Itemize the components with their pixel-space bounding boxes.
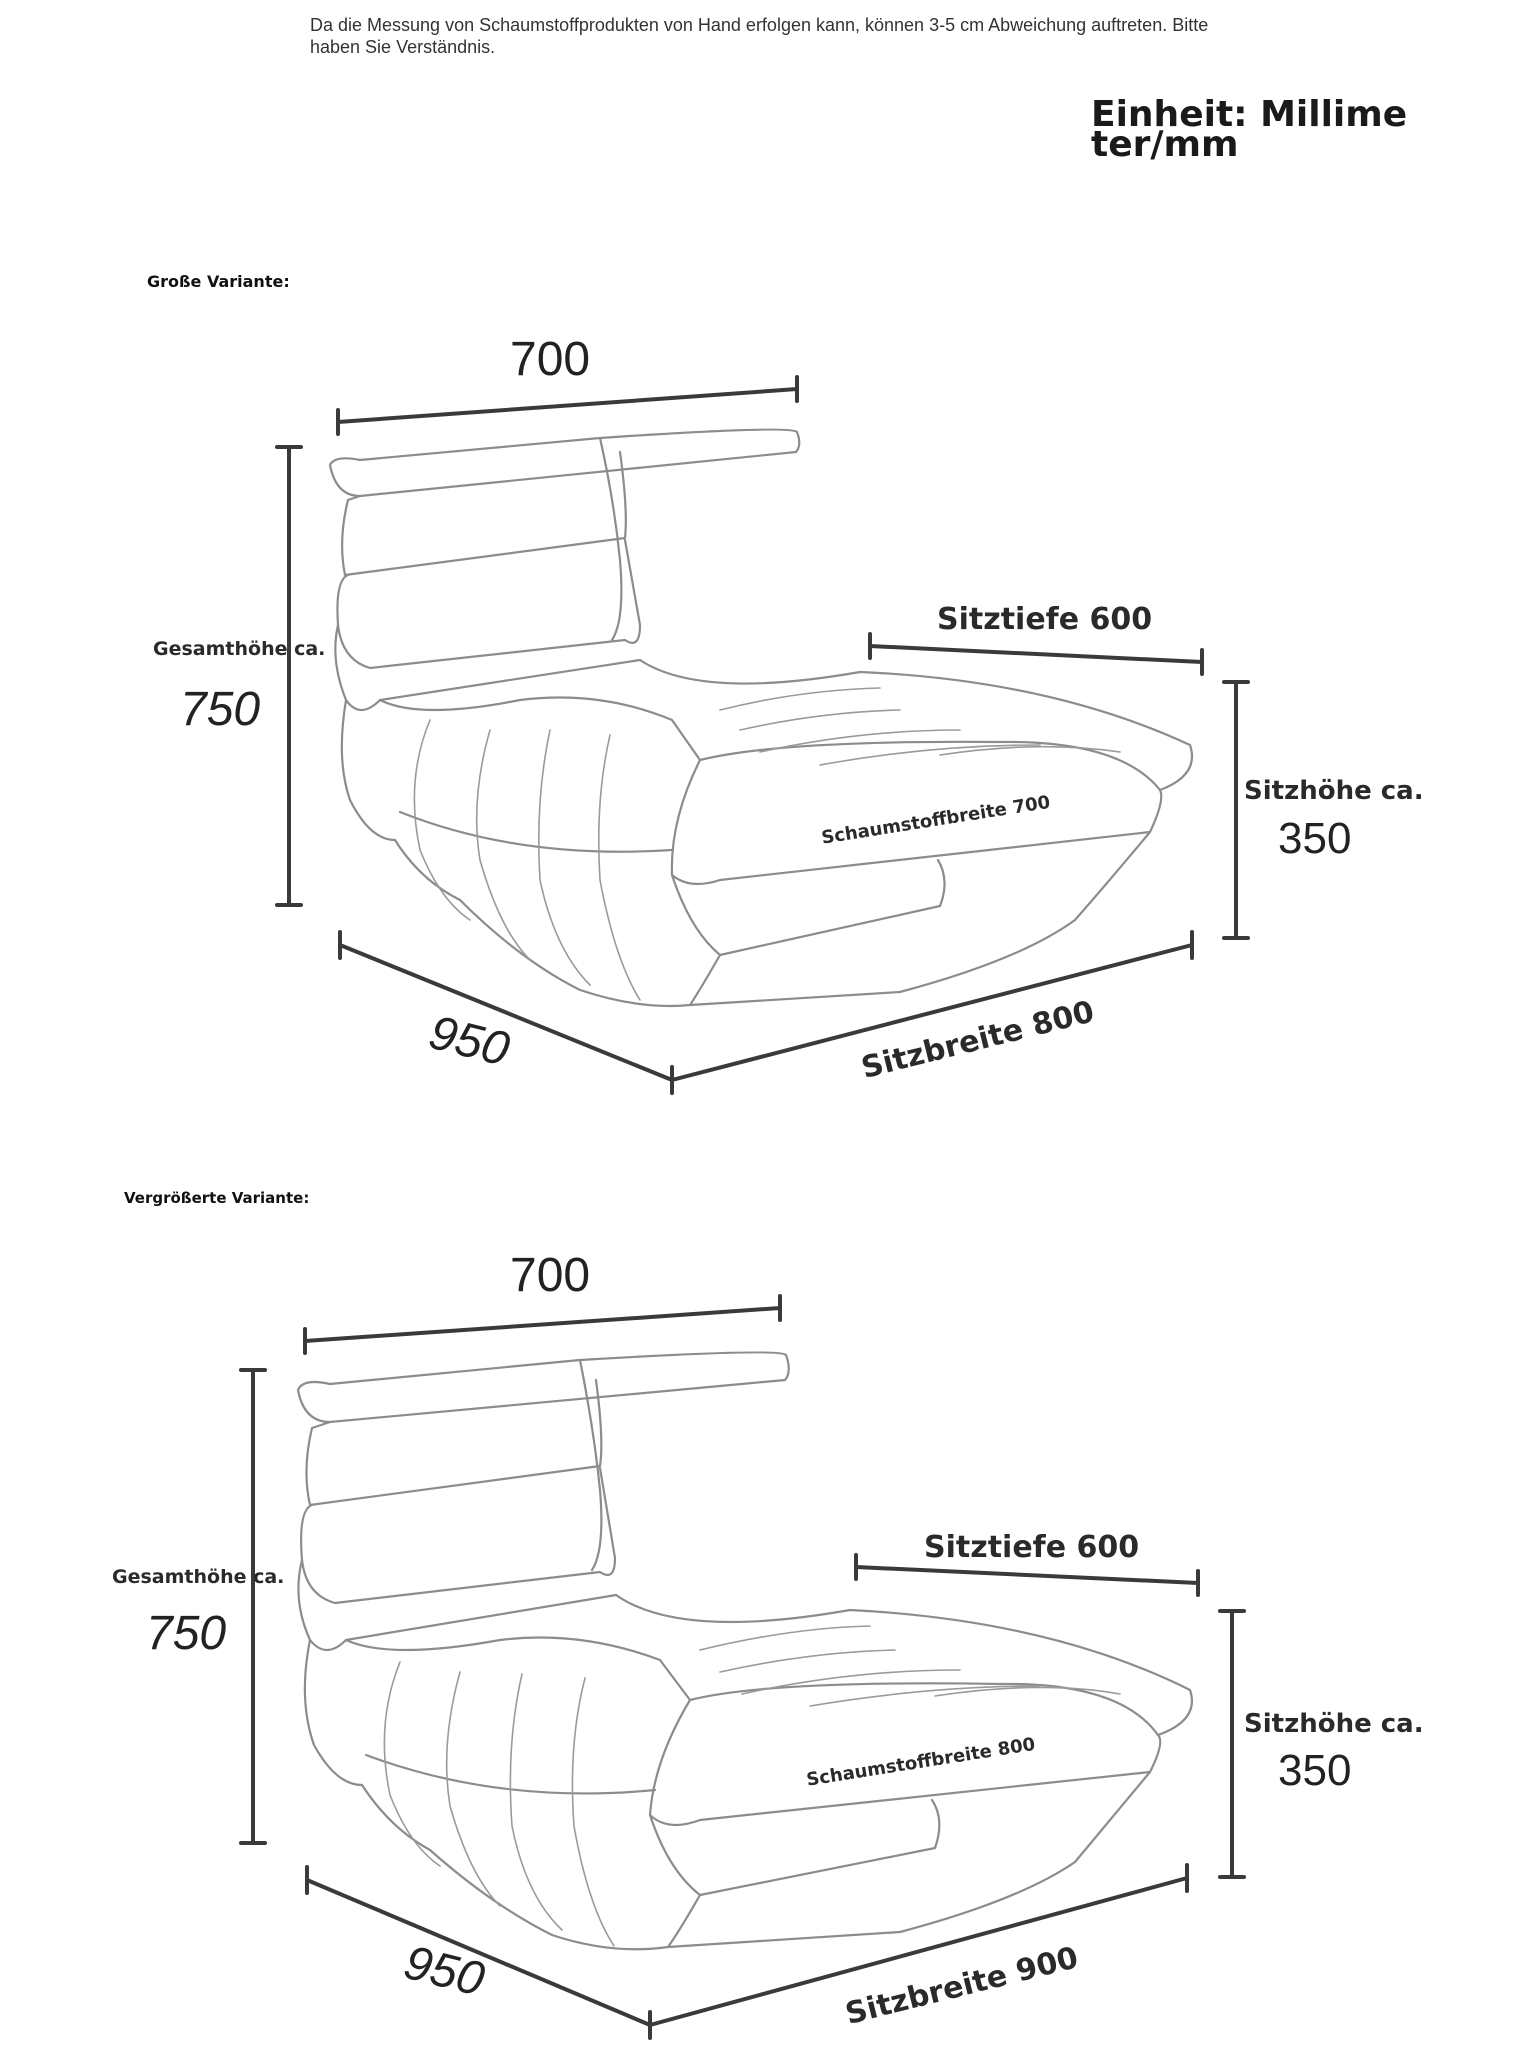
seat-height-value: 350 — [1278, 1746, 1352, 1795]
seat-height-value: 350 — [1278, 814, 1352, 863]
total-height-label: Gesamthöhe ca. — [153, 638, 326, 660]
measurement-note: Da die Messung von Schaumstoffprodukten … — [310, 15, 1209, 57]
total-height-value: 750 — [146, 1607, 227, 1660]
sofa-sketch-large — [275, 375, 1250, 1095]
variant-enlarged-label: Vergrößerte Variante: — [124, 1189, 310, 1207]
seat-depth-label: Sitztiefe 600 — [937, 602, 1153, 637]
variant-large-label: Große Variante: — [147, 272, 290, 291]
total-height-label: Gesamthöhe ca. — [112, 1566, 285, 1588]
seat-height-label: Sitzhöhe ca. — [1244, 776, 1424, 806]
seat-depth-label: Sitztiefe 600 — [924, 1530, 1140, 1565]
sofa-sketch-enlarged — [239, 1294, 1246, 2040]
unit-label: Einheit: Millimeter/mm — [1091, 94, 1408, 165]
seat-height-label: Sitzhöhe ca. — [1244, 1709, 1424, 1739]
top-width-value: 700 — [510, 333, 591, 386]
total-height-value: 750 — [180, 683, 261, 736]
top-width-value: 700 — [510, 1249, 591, 1302]
